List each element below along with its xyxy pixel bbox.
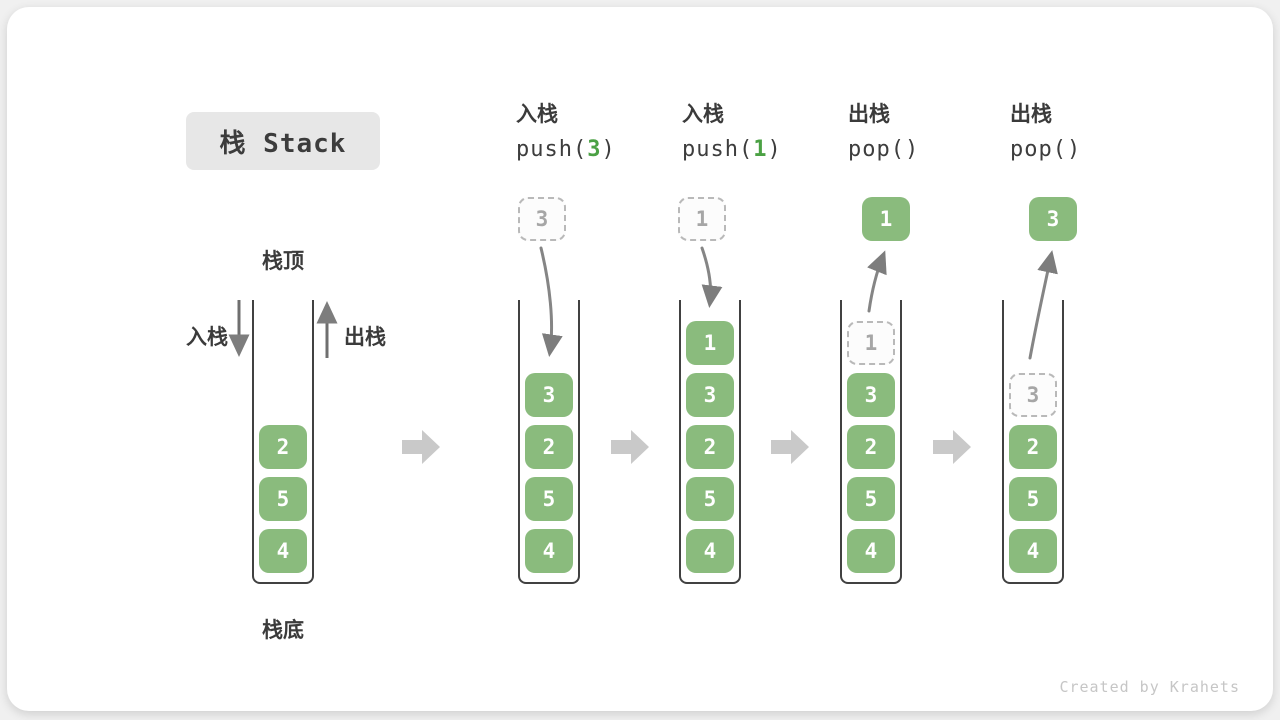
stack-cell: 2 bbox=[847, 425, 895, 469]
stack-cell: 5 bbox=[1009, 477, 1057, 521]
op-header-pop-1: 出栈 pop() bbox=[848, 104, 1008, 161]
ghost-cell: 1 bbox=[847, 321, 895, 365]
op-code: pop() bbox=[1010, 139, 1170, 161]
stack-cell: 5 bbox=[525, 477, 573, 521]
stack-cell: 3 bbox=[525, 373, 573, 417]
pop-direction-label: 出栈 bbox=[344, 326, 386, 349]
stack-cell: 4 bbox=[1009, 529, 1057, 573]
stack-cell: 4 bbox=[686, 529, 734, 573]
stack-cell: 4 bbox=[847, 529, 895, 573]
stack-cell: 1 bbox=[686, 321, 734, 365]
op-label: 入栈 bbox=[682, 103, 724, 126]
op-code: push(1) bbox=[682, 139, 842, 161]
op-label: 入栈 bbox=[516, 103, 558, 126]
credit-text: Created by Krahets bbox=[1059, 678, 1240, 696]
stack-cell: 2 bbox=[686, 425, 734, 469]
stack-bottom-label: 栈底 bbox=[262, 619, 304, 642]
code-prefix: push( bbox=[682, 137, 754, 162]
ghost-cell: 3 bbox=[1009, 373, 1057, 417]
op-header-push-3: 入栈 push(3) bbox=[516, 104, 676, 161]
code-suffix: ) bbox=[904, 137, 920, 162]
op-label: 出栈 bbox=[848, 103, 890, 126]
code-arg: 1 bbox=[753, 137, 768, 162]
stack-cell: 2 bbox=[259, 425, 307, 469]
stack-cell: 4 bbox=[525, 529, 573, 573]
stack-cell: 5 bbox=[259, 477, 307, 521]
stack-cell: 5 bbox=[847, 477, 895, 521]
code-arg: 3 bbox=[587, 137, 602, 162]
stack-cell: 4 bbox=[259, 529, 307, 573]
code-prefix: pop( bbox=[848, 137, 905, 162]
code-suffix: ) bbox=[767, 137, 782, 162]
stack-cell: 2 bbox=[525, 425, 573, 469]
op-header-pop-3: 出栈 pop() bbox=[1010, 104, 1170, 161]
incoming-value-box: 3 bbox=[518, 197, 566, 241]
popped-value-box: 1 bbox=[862, 197, 910, 241]
code-suffix: ) bbox=[601, 137, 616, 162]
op-code: pop() bbox=[848, 139, 1008, 161]
code-suffix: ) bbox=[1066, 137, 1082, 162]
op-header-push-1: 入栈 push(1) bbox=[682, 104, 842, 161]
stack-cell: 5 bbox=[686, 477, 734, 521]
diagram-title: 栈 Stack bbox=[186, 112, 380, 170]
diagram-title-text: 栈 Stack bbox=[219, 128, 347, 159]
push-direction-label: 入栈 bbox=[186, 326, 228, 349]
stack-cell: 2 bbox=[1009, 425, 1057, 469]
incoming-value-box: 1 bbox=[678, 197, 726, 241]
popped-value-box: 3 bbox=[1029, 197, 1077, 241]
op-label: 出栈 bbox=[1010, 103, 1052, 126]
stack-top-label: 栈顶 bbox=[262, 250, 304, 273]
code-prefix: pop( bbox=[1010, 137, 1067, 162]
op-code: push(3) bbox=[516, 139, 676, 161]
code-prefix: push( bbox=[516, 137, 588, 162]
stack-cell: 3 bbox=[686, 373, 734, 417]
stack-cell: 3 bbox=[847, 373, 895, 417]
